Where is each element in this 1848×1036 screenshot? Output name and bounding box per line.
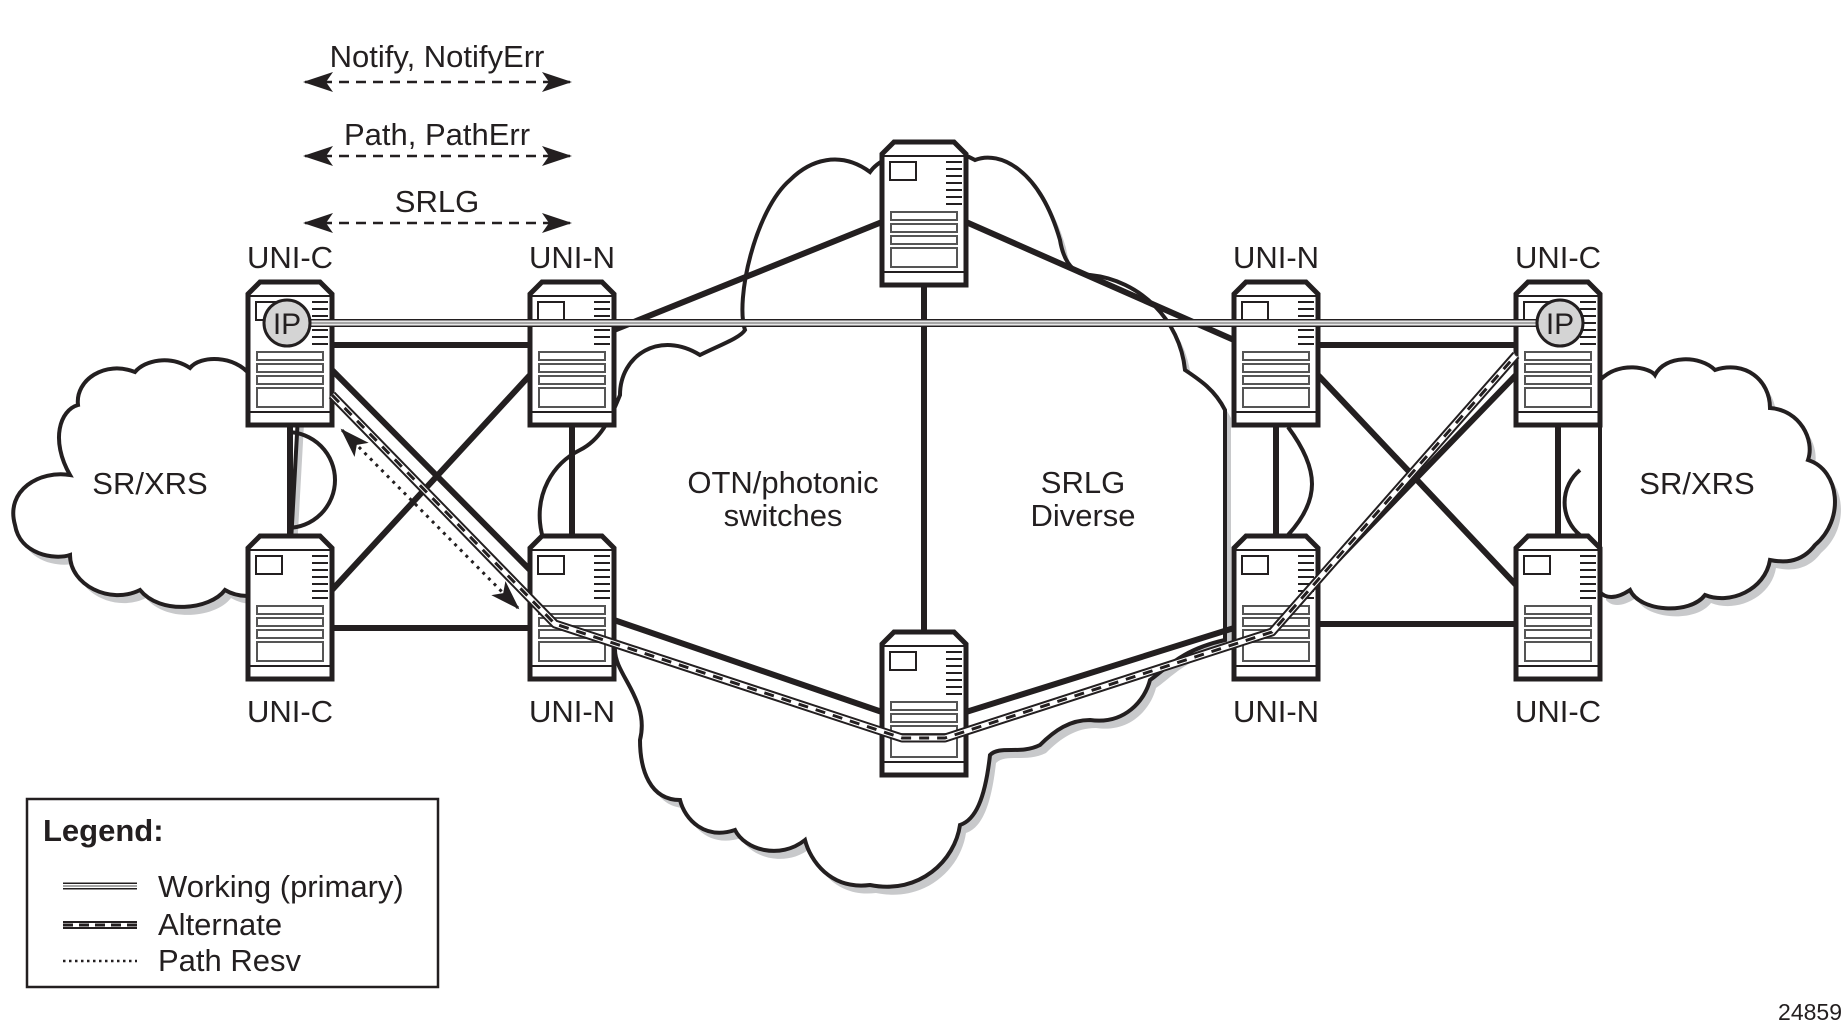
server-uni-n-top-right[interactable] (1234, 282, 1318, 425)
server-uni-c-bottom-left[interactable] (248, 536, 332, 679)
legend-title: Legend: (43, 813, 164, 848)
label-uni-c-top-right: UNI-C (1515, 240, 1601, 275)
message-notify-label: Notify, NotifyErr (330, 39, 545, 74)
link-unic-tl-unin-bl (329, 367, 533, 573)
label-uni-c-bottom-right: UNI-C (1515, 694, 1601, 729)
link-unin-tl-otn-top (612, 219, 884, 333)
label-uni-c-bottom-left: UNI-C (247, 694, 333, 729)
label-uni-n-top-right: UNI-N (1233, 240, 1319, 275)
message-path: Path, PathErr (303, 117, 572, 166)
legend: Legend: Working (primary) Alternate Path… (25, 797, 440, 989)
label-uni-n-top-left: UNI-N (529, 240, 615, 275)
legend-item-working: Working (primary) (63, 869, 404, 904)
figure-id: 24859 (1778, 999, 1842, 1025)
right-unin-arc (1286, 425, 1314, 537)
left-cloud (11, 356, 306, 615)
left-loop-arc (286, 430, 337, 530)
server-otn-bottom[interactable] (882, 632, 966, 775)
legend-path-resv-label: Path Resv (158, 943, 302, 978)
message-path-label: Path, PathErr (344, 117, 530, 152)
link-unic-bl-unin-tl (329, 372, 533, 593)
label-srlg-line2: Diverse (1030, 498, 1135, 533)
server-uni-c-bottom-right[interactable] (1516, 536, 1600, 679)
label-srlg-line1: SRLG (1041, 465, 1125, 500)
label-core-line1: OTN/photonic (687, 465, 878, 500)
path-resv-arrow (340, 428, 520, 610)
server-otn-top[interactable] (882, 142, 966, 285)
link-otn-bottom-unin-br (965, 625, 1235, 715)
ip-badge-left-label: IP (273, 308, 301, 341)
right-loop-arc (1562, 468, 1582, 537)
server-uni-n-top-left[interactable] (530, 282, 614, 425)
label-right-cloud: SR/XRS (1639, 466, 1754, 501)
legend-alternate-label: Alternate (158, 907, 282, 942)
label-uni-n-bottom-left: UNI-N (529, 694, 615, 729)
legend-working-label: Working (primary) (158, 869, 404, 904)
label-core-line2: switches (724, 498, 843, 533)
message-srlg: SRLG (303, 184, 572, 233)
ip-badge-right: IP (1535, 298, 1585, 348)
message-srlg-label: SRLG (395, 184, 479, 219)
legend-item-path-resv: Path Resv (63, 943, 302, 978)
label-uni-n-bottom-right: UNI-N (1233, 694, 1319, 729)
legend-box (25, 797, 440, 989)
ip-badge-left: IP (262, 298, 312, 348)
right-cloud (1598, 357, 1841, 617)
message-notify: Notify, NotifyErr (303, 39, 572, 92)
label-uni-c-top-left: UNI-C (247, 240, 333, 275)
link-unin-bl-otn-bottom (613, 617, 883, 715)
ip-badge-right-label: IP (1546, 308, 1574, 341)
server-uni-n-bottom-right[interactable] (1234, 536, 1318, 679)
label-left-cloud: SR/XRS (92, 466, 207, 501)
legend-item-alternate: Alternate (63, 907, 282, 942)
